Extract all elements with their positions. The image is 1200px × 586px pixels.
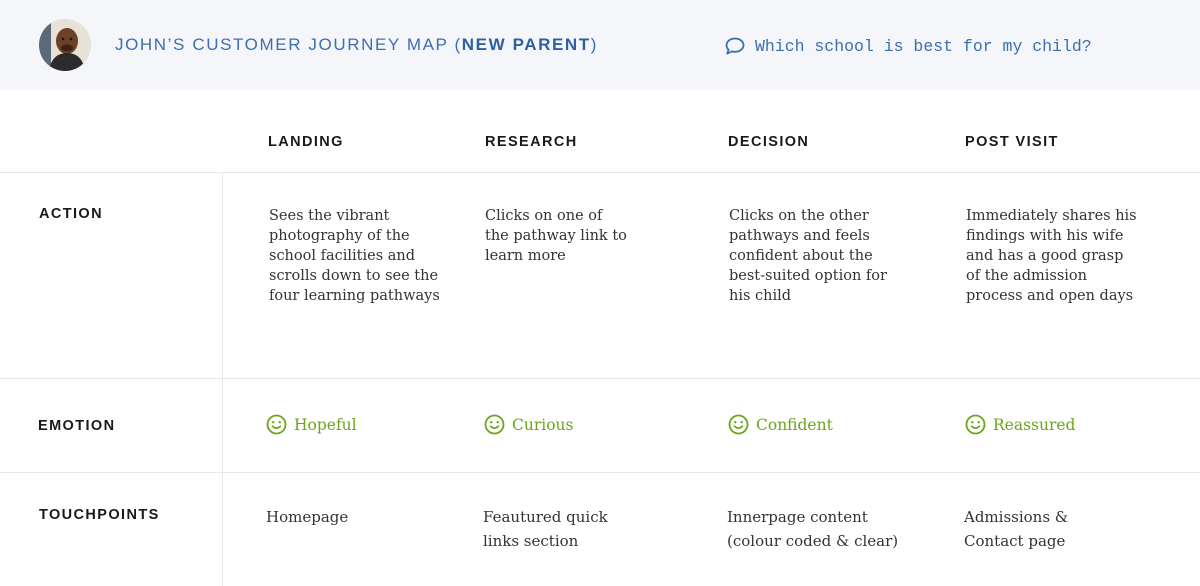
persona-question: Which school is best for my child? bbox=[725, 35, 1092, 57]
smiley-icon bbox=[728, 414, 749, 435]
row-header-touchpoints: TOUCHPOINTS bbox=[39, 507, 160, 523]
action-cell-research: Clicks on one of the pathway link to lea… bbox=[485, 208, 627, 264]
chat-bubble-icon bbox=[725, 37, 745, 55]
touchpoint-cell-post-visit: Admissions & Contact page bbox=[964, 508, 1069, 550]
avatar bbox=[39, 19, 91, 71]
touchpoint-cell-landing: Homepage bbox=[266, 508, 349, 526]
header-bar: JOHN’S CUSTOMER JOURNEY MAP (NEW PARENT)… bbox=[0, 0, 1200, 90]
column-header-research: RESEARCH bbox=[485, 134, 578, 150]
column-divider bbox=[222, 172, 223, 586]
column-header-post-visit: POST VISIT bbox=[965, 134, 1059, 150]
page-title: JOHN’S CUSTOMER JOURNEY MAP (NEW PARENT) bbox=[115, 35, 598, 57]
row-divider bbox=[0, 378, 1200, 379]
emotion-label: Hopeful bbox=[294, 415, 357, 434]
title-suffix: ) bbox=[590, 35, 599, 54]
emotion-cell-landing: Hopeful bbox=[266, 414, 357, 435]
person-photo-icon bbox=[39, 19, 91, 71]
title-prefix: JOHN’S CUSTOMER JOURNEY MAP ( bbox=[115, 35, 462, 54]
smiley-icon bbox=[965, 414, 986, 435]
row-divider bbox=[0, 172, 1200, 173]
emotion-label: Reassured bbox=[993, 415, 1076, 434]
row-header-emotion: EMOTION bbox=[38, 418, 116, 434]
touchpoint-cell-decision: Innerpage content (colour coded & clear) bbox=[727, 508, 899, 550]
emotion-cell-research: Curious bbox=[484, 414, 573, 435]
question-text: Which school is best for my child? bbox=[755, 36, 1092, 56]
emotion-label: Curious bbox=[512, 415, 574, 434]
emotion-label: Confident bbox=[756, 415, 833, 434]
row-divider bbox=[0, 472, 1200, 473]
action-cell-landing: Sees the vibrant photography of the scho… bbox=[269, 208, 440, 304]
smiley-icon bbox=[266, 414, 287, 435]
persona-label: NEW PARENT bbox=[461, 35, 591, 54]
emotion-cell-post-visit: Reassured bbox=[965, 414, 1075, 435]
emotion-cell-decision: Confident bbox=[728, 414, 833, 435]
row-header-action: ACTION bbox=[39, 206, 103, 222]
smiley-icon bbox=[484, 414, 505, 435]
touchpoint-cell-research: Feautured quick links section bbox=[483, 508, 608, 550]
action-cell-post-visit: Immediately shares his findings with his… bbox=[966, 208, 1137, 304]
column-header-decision: DECISION bbox=[728, 134, 810, 150]
column-header-landing: LANDING bbox=[268, 134, 344, 150]
action-cell-decision: Clicks on the other pathways and feels c… bbox=[729, 208, 887, 304]
